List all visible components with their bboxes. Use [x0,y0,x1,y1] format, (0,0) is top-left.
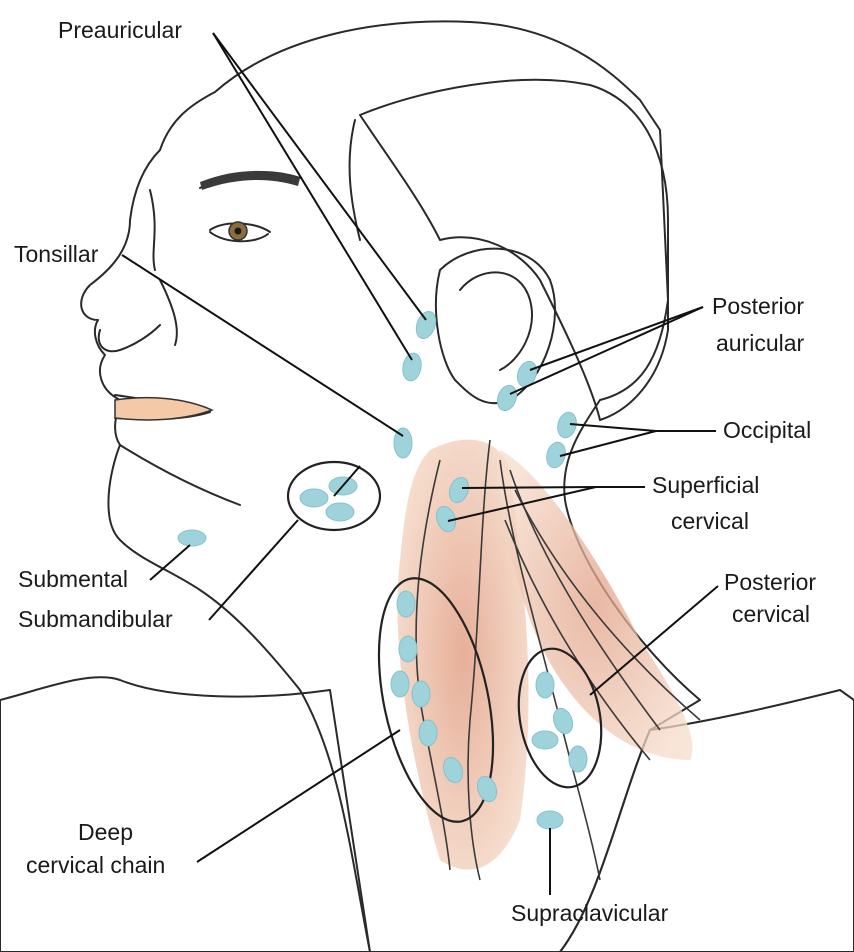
node-deep-cervical-1 [396,590,416,618]
label-preauricular: Preauricular [58,17,182,43]
label-superficial-cervical-line1: Superficial [652,472,759,498]
node-posterior-auricular-1 [516,360,538,388]
leader-lines [121,32,719,895]
posterior-cervical-group-ring [517,647,603,789]
leader-submandibular [208,519,299,621]
label-submental: Submental [18,566,128,592]
pupil-icon [234,227,242,235]
node-occipital-1 [557,411,577,439]
neck-muscle-back [499,450,693,760]
eyebrow-shape [200,170,300,190]
ear-inner-shape [459,271,533,371]
leader-submandibular-node [333,465,361,497]
leader-posterior-cervical [589,585,719,696]
leader-deep-cervical [196,729,401,863]
shirt-shape [0,676,371,952]
leader-preauricular-1 [212,32,427,321]
neck-muscle-front [397,439,529,870]
node-posterior-cervical-1 [535,671,555,699]
leader-superficial-cervical-2 [447,486,597,522]
node-posterior-cervical-4 [568,745,588,773]
label-posterior-cervical-line2: cervical [732,601,810,627]
leader-posterior-auricular-2 [509,306,704,395]
node-tonsillar [393,427,413,459]
node-deep-cervical-4 [411,680,431,708]
node-superficial-cervical-1 [448,476,470,504]
leader-occipital-1 [569,423,657,432]
submandibular-group-ring [286,460,382,532]
leader-occipital-2 [559,430,657,457]
label-posterior-cervical-line1: Posterior [724,569,816,595]
node-supraclavicular [536,810,564,830]
label-occipital: Occipital [723,417,811,443]
leader-submental [149,544,191,581]
node-deep-cervical-3 [390,670,410,698]
label-superficial-cervical-line2: cervical [671,508,749,534]
node-posterior-cervical-3 [531,730,559,750]
lymph-nodes [177,310,588,830]
label-deep-cervical-line1: Deep [78,819,133,845]
node-deep-cervical-2 [398,635,418,663]
leader-posterior-auricular-1 [529,306,704,371]
node-preauricular-1 [415,310,437,340]
label-supraclavicular: Supraclavicular [511,900,669,926]
label-deep-cervical-line2: cervical chain [26,852,165,878]
label-tonsillar: Tonsillar [14,241,99,267]
node-posterior-cervical-2 [552,707,574,735]
leader-superficial-cervical-1 [461,486,597,489]
label-posterior-auricular-line1: Posterior [712,293,804,319]
node-preauricular-2 [402,352,422,382]
label-submandibular: Submandibular [18,606,173,632]
node-submandibular-3 [325,502,355,522]
leader-preauricular-2 [212,32,413,361]
hair [359,78,669,421]
node-deep-cervical-6 [442,756,464,784]
lips-shape [114,396,214,421]
node-deep-cervical-7 [476,775,498,803]
leader-tonsillar [121,254,404,437]
node-submandibular-2 [299,488,329,508]
node-superficial-cervical-2 [435,505,457,533]
label-posterior-auricular-line2: auricular [716,330,805,356]
deep-cervical-group-ring [377,577,495,823]
node-posterior-auricular-2 [496,384,518,412]
node-occipital-2 [546,441,566,469]
node-deep-cervical-5 [418,719,438,747]
node-submental [177,529,207,547]
